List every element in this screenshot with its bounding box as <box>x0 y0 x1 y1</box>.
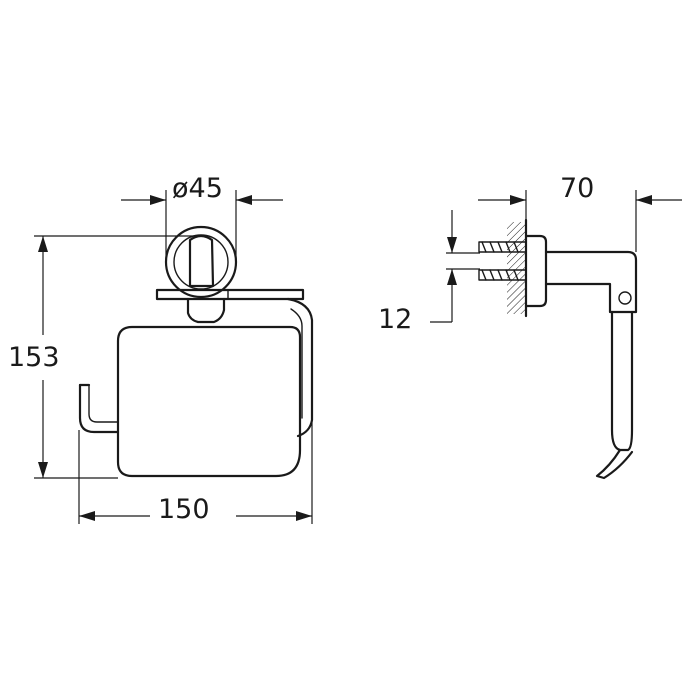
spare-roll-hook <box>78 383 120 434</box>
side-view <box>478 218 638 480</box>
wall-rosette-inner <box>173 234 229 290</box>
wall-anchor-top <box>478 241 527 253</box>
width-label: 150 <box>158 494 210 525</box>
roll-arm-inner <box>290 308 303 419</box>
diameter-label: ø45 <box>172 173 223 204</box>
dimension-depth: 70 <box>478 173 682 252</box>
side-rosette <box>524 234 548 308</box>
side-cover-tail <box>595 448 634 480</box>
roll-arm <box>286 297 314 438</box>
side-pivot <box>618 291 632 305</box>
hanger-hook <box>186 297 226 324</box>
wall-anchor-bottom <box>478 269 527 281</box>
dimension-fixing-gap: 12 <box>378 210 480 335</box>
spare-roll-hook-inner <box>88 384 119 423</box>
front-view <box>78 225 314 478</box>
side-arm <box>544 250 638 314</box>
side-cover <box>610 310 634 452</box>
dimension-width: 150 <box>78 420 313 525</box>
wall-section <box>507 222 526 314</box>
height-label: 153 <box>8 342 60 373</box>
dimension-height: 153 <box>8 235 200 479</box>
fixing-gap-label: 12 <box>378 304 412 335</box>
dimension-diameter: ø45 <box>121 173 283 262</box>
cover-plate <box>116 325 302 478</box>
top-bar <box>155 288 305 301</box>
depth-label: 70 <box>560 173 594 204</box>
hanger-arm <box>188 234 215 288</box>
